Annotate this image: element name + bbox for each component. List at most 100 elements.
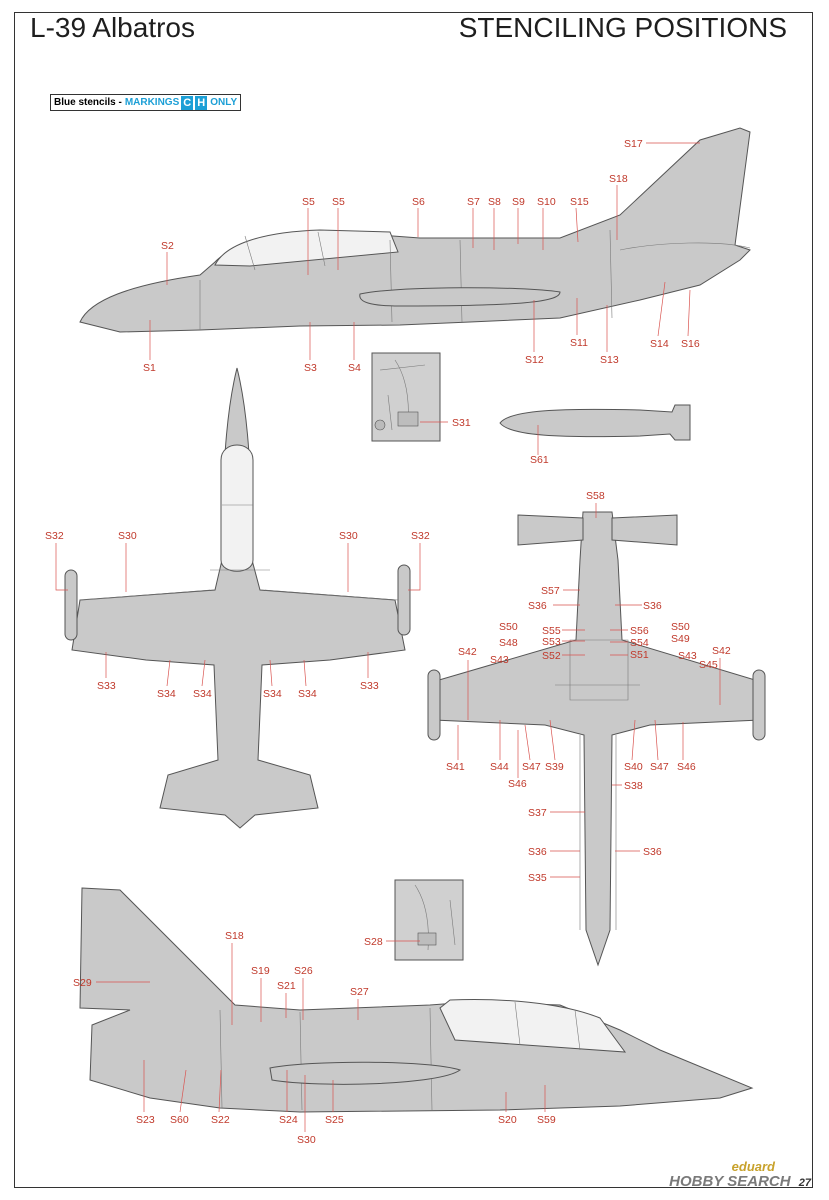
label-s30-right: S30 [339, 530, 358, 542]
label-s26: S26 [294, 965, 313, 977]
label-s11-top: S15 [570, 196, 589, 208]
label-s56: S56 [630, 625, 649, 637]
label-s55: S55 [542, 625, 561, 637]
label-s11: S11 [570, 337, 588, 349]
label-s33-left: S33 [97, 680, 116, 692]
label-s7: S7 [467, 196, 480, 208]
label-s5a: S5 [302, 196, 315, 208]
label-s51: S51 [630, 649, 649, 661]
label-s43-left: S43 [490, 654, 509, 666]
inset-canopy-detail-bottom [394, 879, 464, 961]
label-s45: S45 [699, 659, 718, 671]
label-s3: S3 [304, 362, 317, 374]
marking-code-h: H [195, 95, 208, 110]
label-s39: S39 [545, 761, 564, 773]
label-s20: S20 [498, 1114, 517, 1126]
label-s21: S21 [277, 980, 296, 992]
drop-tank [499, 404, 691, 441]
label-s9: S9 [512, 196, 525, 208]
label-s35: S35 [528, 872, 547, 884]
inset-canopy-detail-top [371, 352, 441, 442]
label-s23: S23 [136, 1114, 155, 1126]
label-s4: S4 [348, 362, 361, 374]
label-s47-right: S47 [650, 761, 669, 773]
label-s48: S48 [499, 637, 518, 649]
label-s46-left: S46 [508, 778, 527, 790]
label-s16: S16 [681, 338, 700, 350]
label-s54: S54 [630, 637, 649, 649]
label-s2: S2 [161, 240, 174, 252]
label-s42-right: S42 [712, 645, 731, 657]
side-profile-right-view [79, 887, 754, 1113]
sheet-frame [14, 12, 813, 1188]
label-s52: S52 [542, 650, 561, 662]
label-s46-right: S46 [677, 761, 696, 773]
label-s44: S44 [490, 761, 509, 773]
label-s40: S40 [624, 761, 643, 773]
label-s31: S31 [452, 417, 471, 429]
note-markings-word: MARKINGS [124, 97, 180, 108]
label-s17: S17 [624, 138, 643, 150]
label-s6: S6 [412, 196, 425, 208]
brand-name: HOBBY SEARCH [669, 1173, 791, 1190]
label-s28: S28 [364, 936, 383, 948]
stencil-labels: S1 S2 S3 S4 S5 S5 S6 S7 S8 S9 S10 S15 S1… [45, 138, 731, 1146]
label-s10: S10 [537, 196, 556, 208]
label-s58: S58 [586, 490, 605, 502]
page-subtitle: STENCILING POSITIONS [458, 12, 787, 43]
maker-logo: eduard [731, 1159, 775, 1174]
label-s5b: S5 [332, 196, 345, 208]
label-s1: S1 [143, 362, 156, 374]
label-s41: S41 [446, 761, 465, 773]
side-profile-left-view [79, 127, 751, 333]
label-s37: S37 [528, 807, 547, 819]
page-number: 27 [798, 1177, 811, 1189]
label-s19: S19 [251, 965, 270, 977]
label-s30-left: S30 [118, 530, 137, 542]
note-prefix: Blue stencils - [54, 97, 122, 108]
label-s34-c: S34 [263, 688, 282, 700]
label-s42-left: S42 [458, 646, 477, 658]
label-s18-top: S18 [609, 173, 628, 185]
label-s47-left: S47 [522, 761, 541, 773]
label-s30-bottom: S30 [297, 1134, 316, 1146]
label-s61: S61 [530, 454, 549, 466]
note-suffix: ONLY [210, 97, 238, 108]
top-view [64, 367, 411, 829]
label-s50-right: S50 [671, 621, 690, 633]
label-s49: S49 [671, 633, 690, 645]
label-s59: S59 [537, 1114, 556, 1126]
label-s57: S57 [541, 585, 560, 597]
label-s24: S24 [279, 1114, 298, 1126]
label-s34-d: S34 [298, 688, 317, 700]
label-s32-right: S32 [411, 530, 430, 542]
label-s27: S27 [350, 986, 369, 998]
page-title: L-39 Albatros [30, 12, 195, 43]
label-s43-right: S43 [678, 650, 697, 662]
label-s53: S53 [542, 636, 561, 648]
label-s38: S38 [624, 780, 643, 792]
blue-stencils-note: Blue stencils - MARKINGS C H ONLY [50, 94, 242, 111]
label-s60: S60 [170, 1114, 189, 1126]
label-s25: S25 [325, 1114, 344, 1126]
bottom-view [427, 511, 766, 967]
label-s36-b: S36 [643, 600, 662, 612]
label-s33-right: S33 [360, 680, 379, 692]
label-s50-left: S50 [499, 621, 518, 633]
label-s36-d: S36 [643, 846, 662, 858]
label-s8: S8 [488, 196, 501, 208]
label-s14: S14 [650, 338, 669, 350]
marking-code-c: C [181, 95, 194, 110]
label-s36-c: S36 [528, 846, 547, 858]
label-s18-bottom: S18 [225, 930, 244, 942]
label-s34-a: S34 [157, 688, 176, 700]
label-s13: S13 [600, 354, 619, 366]
label-s22: S22 [211, 1114, 230, 1126]
label-s34-b: S34 [193, 688, 212, 700]
label-s32-left: S32 [45, 530, 64, 542]
label-s36-a: S36 [528, 600, 547, 612]
brand-watermark: eduard HOBBY SEARCH 27 [669, 1159, 811, 1190]
label-s29: S29 [73, 977, 92, 989]
label-s12: S12 [525, 354, 544, 366]
